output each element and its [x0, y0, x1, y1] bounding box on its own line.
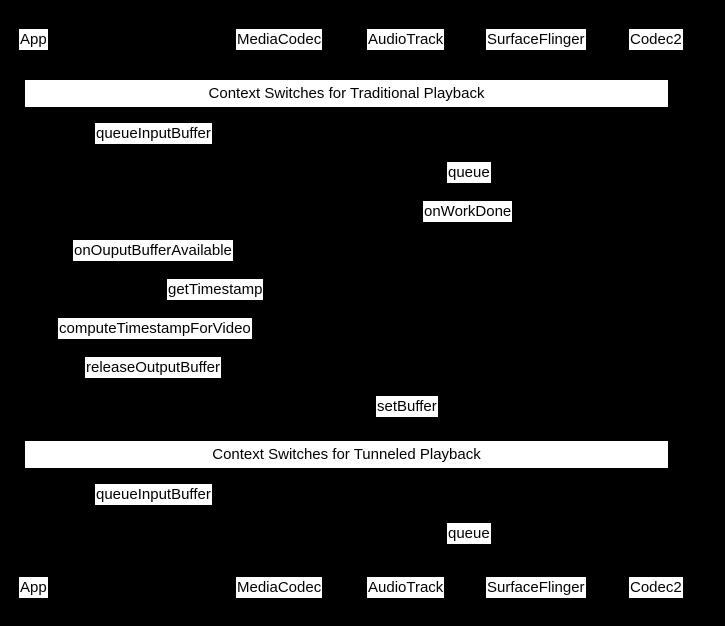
participant-top-surfaceflinger: SurfaceFlinger	[486, 29, 586, 50]
participant-top-mediacodec: MediaCodec	[236, 29, 323, 50]
message-queueinputbuffer-1: queueInputBuffer	[95, 123, 212, 144]
message-computetimestampforvideo: computeTimestampForVideo	[58, 318, 252, 339]
participant-top-app: App	[19, 29, 48, 50]
message-onworkdone: onWorkDone	[423, 201, 513, 222]
participant-top-codec2: Codec2	[629, 29, 683, 50]
message-queue-2: queue	[447, 523, 491, 544]
message-releaseoutputbuffer: releaseOutputBuffer	[85, 357, 221, 378]
section-header-tunneled-playback: Context Switches for Tunneled Playback	[25, 441, 668, 468]
participant-bottom-mediacodec: MediaCodec	[236, 577, 323, 598]
message-onouputbufferavailable: onOuputBufferAvailable	[73, 240, 233, 261]
participant-bottom-audiotrack: AudioTrack	[367, 577, 445, 598]
message-queue-1: queue	[447, 162, 491, 183]
message-setbuffer: setBuffer	[376, 396, 438, 417]
participant-top-audiotrack: AudioTrack	[367, 29, 445, 50]
participant-bottom-app: App	[19, 577, 48, 598]
section-header-traditional-playback: Context Switches for Traditional Playbac…	[25, 80, 668, 107]
message-gettimestamp: getTimestamp	[167, 279, 264, 300]
participant-bottom-codec2: Codec2	[629, 577, 683, 598]
participant-bottom-surfaceflinger: SurfaceFlinger	[486, 577, 586, 598]
message-queueinputbuffer-2: queueInputBuffer	[95, 484, 212, 505]
